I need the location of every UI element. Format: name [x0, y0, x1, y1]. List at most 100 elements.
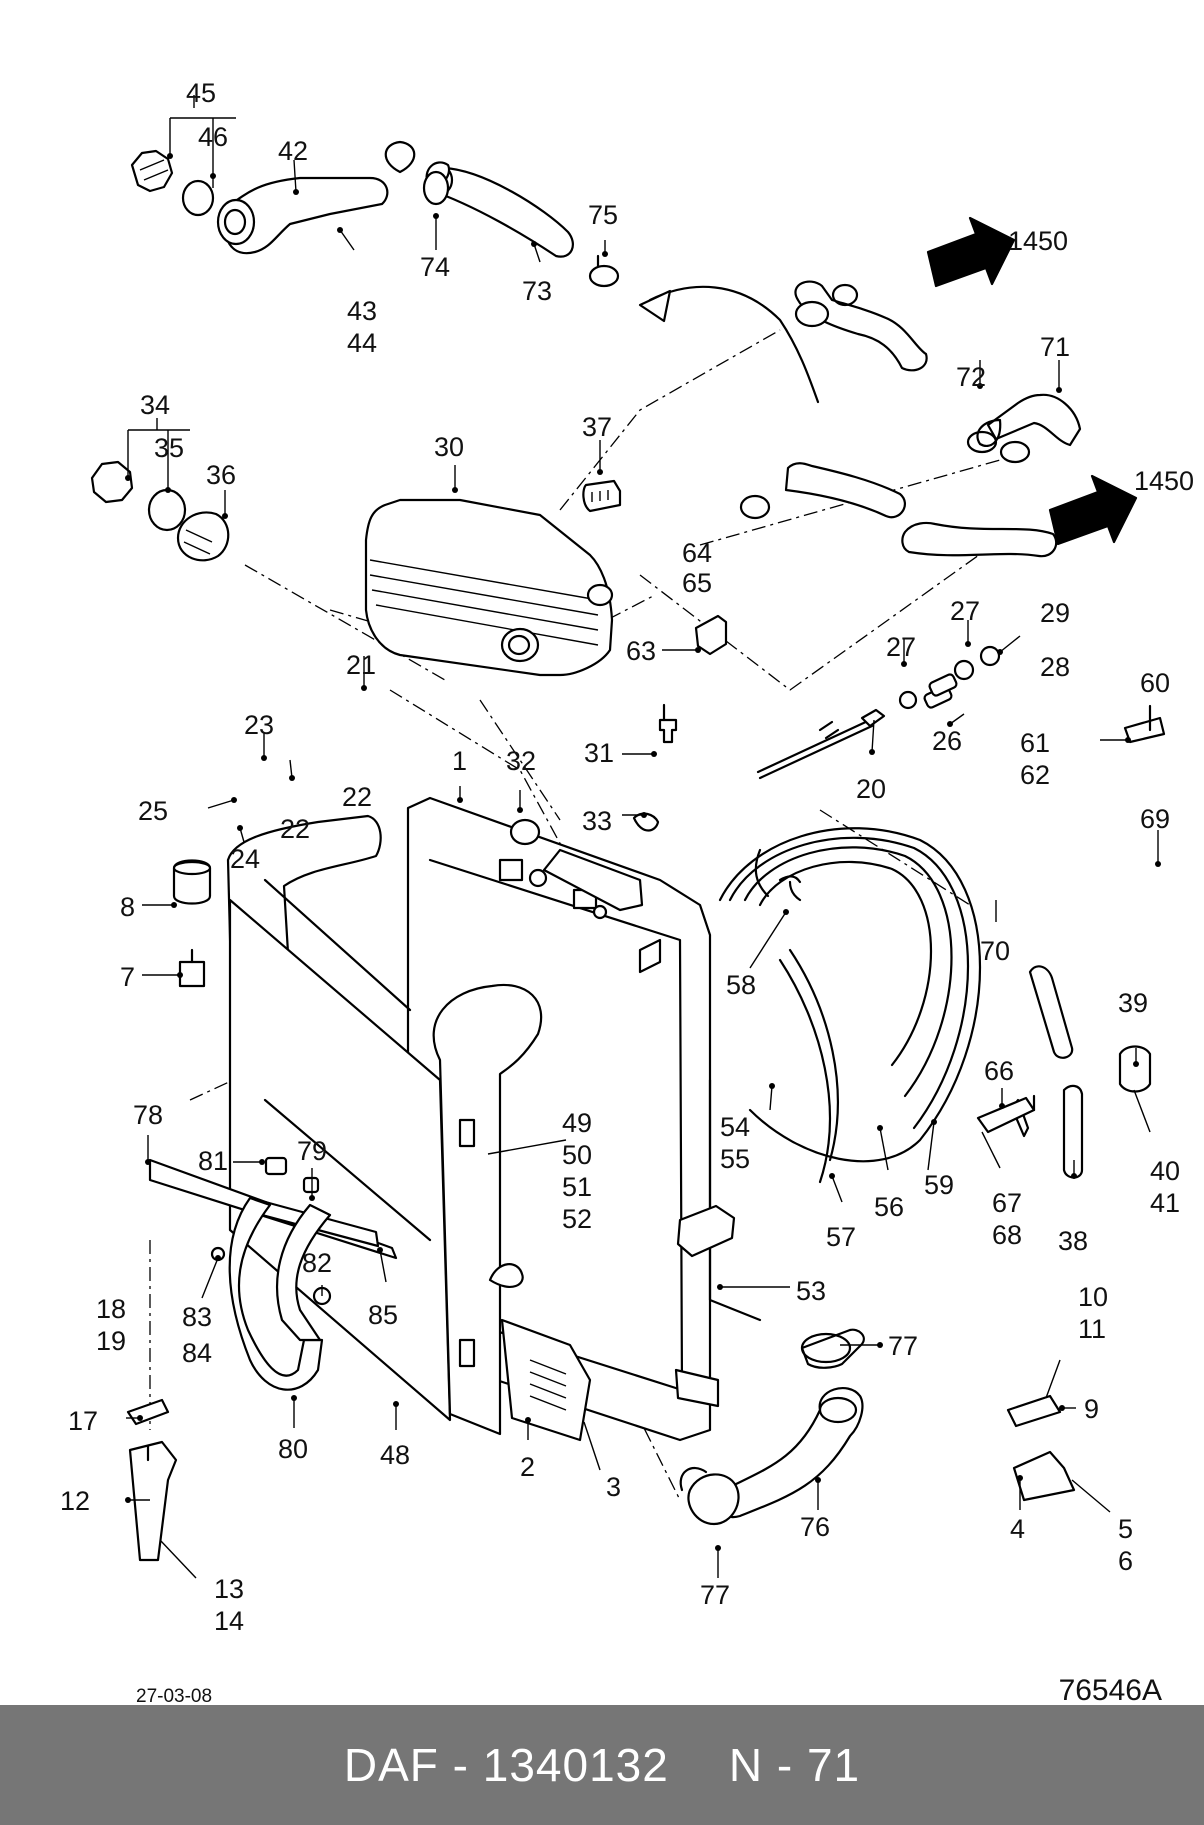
callout-1: 1	[452, 746, 467, 776]
callout-1450-lower: 1450	[1134, 466, 1194, 496]
callout-45: 45	[186, 78, 216, 108]
callout-13: 13	[214, 1574, 244, 1604]
upper-right-hoses	[638, 216, 1138, 558]
callout-28: 28	[1040, 652, 1070, 682]
callout-41: 41	[1150, 1188, 1180, 1218]
callout-57: 57	[826, 1222, 856, 1252]
callout-17: 17	[68, 1406, 98, 1436]
callout-76: 76	[800, 1512, 830, 1542]
callout-63: 63	[626, 636, 656, 666]
exploded-parts-diagram: 45 46 42 43 44 74 73 75 1450 71 72 1450 …	[60, 78, 1194, 1636]
callout-10: 10	[1078, 1282, 1108, 1312]
callout-1450-upper: 1450	[1008, 226, 1068, 256]
callout-77-right: 77	[888, 1331, 918, 1361]
callout-80: 80	[278, 1434, 308, 1464]
footer-bar: DAF - 1340132 N - 71	[0, 1705, 1204, 1825]
callout-24: 24	[230, 844, 260, 874]
callout-72: 72	[956, 362, 986, 392]
callout-60: 60	[1140, 668, 1170, 698]
callout-52: 52	[562, 1204, 592, 1234]
callout-8: 8	[120, 892, 135, 922]
callout-48: 48	[380, 1440, 410, 1470]
callout-21: 21	[346, 650, 376, 680]
callout-58: 58	[726, 970, 756, 1000]
callout-26: 26	[932, 726, 962, 756]
callout-5: 5	[1118, 1514, 1133, 1544]
callout-65: 65	[682, 568, 712, 598]
callout-25: 25	[138, 796, 168, 826]
callout-11: 11	[1078, 1314, 1106, 1344]
callout-61: 61	[1020, 728, 1050, 758]
part-reference: DAF - 1340132	[343, 1739, 669, 1791]
callout-30: 30	[434, 432, 464, 462]
expansion-tank	[90, 460, 622, 677]
page-reference: N - 71	[728, 1739, 861, 1791]
callout-81: 81	[198, 1146, 228, 1176]
callout-82: 82	[302, 1248, 332, 1278]
callout-40: 40	[1150, 1156, 1180, 1186]
callout-37: 37	[582, 412, 612, 442]
callout-22-left: 22	[280, 814, 310, 844]
callout-3: 3	[606, 1472, 621, 1502]
callout-38: 38	[1058, 1226, 1088, 1256]
loose-parts-right	[172, 848, 1152, 1179]
callout-68: 68	[992, 1220, 1022, 1250]
callout-18: 18	[96, 1294, 126, 1324]
callout-67: 67	[992, 1188, 1022, 1218]
filler-neck-assembly	[130, 140, 620, 288]
callout-78: 78	[133, 1100, 163, 1130]
callout-42: 42	[278, 136, 308, 166]
callout-22-right: 22	[342, 782, 372, 812]
radiator-core	[226, 796, 982, 1442]
callout-79: 79	[297, 1136, 327, 1166]
callout-27-right: 27	[950, 596, 980, 626]
leader-dots	[125, 153, 1161, 1551]
callout-55: 55	[720, 1144, 750, 1174]
callout-64: 64	[682, 538, 712, 568]
callout-51: 51	[562, 1172, 592, 1202]
date-stamp: 27-03-08	[136, 1686, 213, 1707]
callout-4: 4	[1010, 1514, 1025, 1544]
callout-77-lower: 77	[700, 1580, 730, 1610]
lower-left-bracket-pipes	[126, 1156, 398, 1562]
lower-right-parts	[679, 1328, 1076, 1526]
drawing-number: 76546A	[1058, 1674, 1162, 1707]
callout-75: 75	[588, 200, 618, 230]
callout-84: 84	[182, 1338, 212, 1368]
callout-19: 19	[96, 1326, 126, 1356]
callout-50: 50	[562, 1140, 592, 1170]
callout-23: 23	[244, 710, 274, 740]
callout-54: 54	[720, 1112, 750, 1142]
callout-27-left: 27	[886, 632, 916, 662]
callout-44: 44	[347, 328, 377, 358]
callout-14: 14	[214, 1606, 244, 1636]
callout-36: 36	[206, 460, 236, 490]
callout-59: 59	[924, 1170, 954, 1200]
callout-71: 71	[1040, 332, 1070, 362]
callout-31: 31	[584, 738, 614, 768]
callout-2: 2	[520, 1452, 535, 1482]
callout-9: 9	[1084, 1394, 1099, 1424]
callout-12: 12	[60, 1486, 90, 1516]
callout-34: 34	[140, 390, 170, 420]
callout-49: 49	[562, 1108, 592, 1138]
callout-85: 85	[368, 1300, 398, 1330]
drain-pipe-hardware	[632, 614, 1166, 832]
callout-43: 43	[347, 296, 377, 326]
callout-7: 7	[120, 962, 135, 992]
callout-6: 6	[1118, 1546, 1133, 1576]
callout-35: 35	[154, 433, 184, 463]
callout-labels: 45 46 42 43 44 74 73 75 1450 71 72 1450 …	[60, 78, 1194, 1636]
callout-39: 39	[1118, 988, 1148, 1018]
callout-62: 62	[1020, 760, 1050, 790]
callout-29: 29	[1040, 598, 1070, 628]
callout-33: 33	[582, 806, 612, 836]
callout-56: 56	[874, 1192, 904, 1222]
callout-66: 66	[984, 1056, 1014, 1086]
callout-46: 46	[198, 122, 228, 152]
callout-74: 74	[420, 252, 450, 282]
callout-20: 20	[856, 774, 886, 804]
callout-32: 32	[506, 746, 536, 776]
callout-53: 53	[796, 1276, 826, 1306]
callout-69: 69	[1140, 804, 1170, 834]
